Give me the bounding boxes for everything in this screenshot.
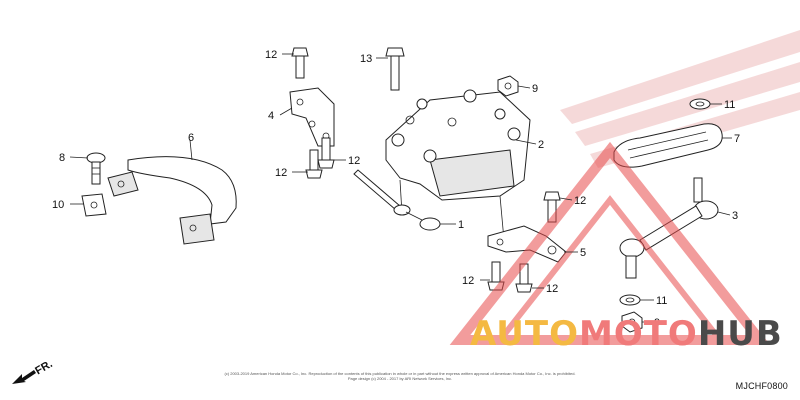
part-10-clip-nut[interactable]	[81, 193, 107, 217]
callout-9-bottom: 9	[654, 317, 660, 329]
callout-12-left: 12	[275, 167, 287, 179]
callout-3: 3	[732, 210, 738, 222]
copyright-line-2: Page design (c) 2004 - 2017 by ARI Netwo…	[347, 376, 453, 381]
part-9-nut-top[interactable]	[497, 75, 519, 97]
callout-12-right: 12	[348, 155, 360, 167]
diagram-code: MJCHF0800	[735, 381, 788, 391]
part-11-washer-top[interactable]	[689, 98, 711, 110]
callout-labels: 6 8 10 12 4 12 12 13 9 2 1 12 5 12 12 7 …	[52, 49, 740, 329]
callout-12-center: 12	[574, 195, 586, 207]
part-12-bolt-right[interactable]	[317, 137, 335, 169]
watermark-text: AUTOMOTOHUB	[470, 314, 783, 354]
callout-12-bottom-right: 12	[546, 283, 558, 295]
callout-8: 8	[59, 152, 65, 164]
watermark-moto: MOTO	[578, 314, 698, 354]
part-8-bolt[interactable]	[86, 152, 106, 185]
callout-4: 4	[268, 110, 274, 122]
leader-lines	[69, 53, 732, 323]
watermark-triangle	[449, 141, 771, 345]
callout-13: 13	[360, 53, 372, 65]
watermark-hub: HUB	[697, 314, 783, 354]
part-11-washer-bottom[interactable]	[619, 294, 641, 306]
part-4-bracket[interactable]	[289, 87, 335, 147]
callout-2: 2	[538, 139, 544, 151]
front-direction-arrow-icon: FR.	[12, 358, 55, 384]
callout-10: 10	[52, 199, 64, 211]
part-2-main-bracket[interactable]	[385, 89, 531, 241]
part-1-ground-strap[interactable]	[353, 169, 441, 231]
callout-6: 6	[188, 132, 194, 144]
callout-12-top: 12	[265, 49, 277, 61]
callout-7: 7	[734, 133, 740, 145]
callout-11-top: 11	[724, 99, 735, 111]
part-6-cover[interactable]	[107, 156, 237, 245]
part-9-nut-bottom[interactable]	[621, 311, 643, 333]
callout-1: 1	[458, 219, 464, 231]
part-12-bolt-top[interactable]	[291, 47, 309, 79]
callout-11-bottom: 11	[656, 295, 667, 307]
callout-12-bottom-left: 12	[462, 275, 474, 287]
callout-9-top: 9	[532, 83, 538, 95]
copyright-line-1: (c) 2003-2019 American Honda Motor Co., …	[224, 371, 576, 376]
part-12-bolt-bottom-right[interactable]	[515, 263, 533, 293]
callout-5: 5	[580, 247, 586, 259]
part-13-bolt[interactable]	[385, 47, 405, 91]
watermark-auto: AUTO	[470, 314, 579, 354]
